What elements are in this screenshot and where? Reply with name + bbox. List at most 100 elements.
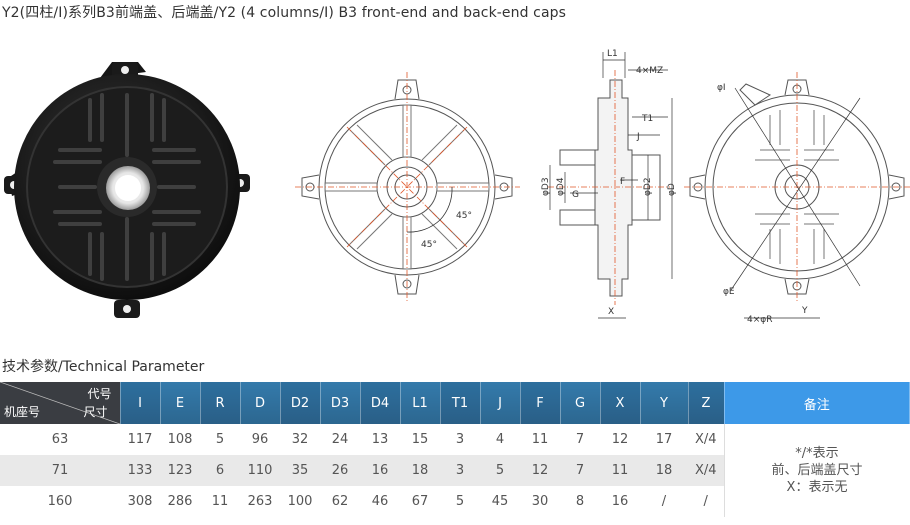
table-cell: 5 xyxy=(200,424,240,455)
frame-cell: 71 xyxy=(0,455,120,486)
table-cell: 16 xyxy=(600,486,640,517)
table-cell: 45 xyxy=(480,486,520,517)
column-header: Z xyxy=(688,382,725,424)
table-cell: 3 xyxy=(440,424,480,455)
corner-label-code: 代号 xyxy=(87,387,112,401)
table-cell: 30 xyxy=(520,486,560,517)
note-line: 前、后端盖尺寸 xyxy=(771,463,863,478)
column-header: D3 xyxy=(320,382,361,424)
table-cell: 7 xyxy=(560,424,600,455)
dim-label-Y: Y xyxy=(801,306,808,316)
corner-label-frame: 机座号 xyxy=(4,405,41,419)
table-cell: 133 xyxy=(120,455,160,486)
column-header: T1 xyxy=(440,382,481,424)
dim-label-J: J xyxy=(636,132,640,142)
column-header: F xyxy=(520,382,561,424)
column-header: X xyxy=(600,382,641,424)
frame-cell: 160 xyxy=(0,486,120,517)
column-header: D2 xyxy=(280,382,321,424)
note-header: 备注 xyxy=(724,382,910,424)
rear-view-drawing xyxy=(684,72,910,319)
dim-label-X: X xyxy=(608,307,614,317)
corner-label-size: 尺寸 xyxy=(83,405,108,419)
table-cell: 3 xyxy=(440,455,480,486)
column-header: L1 xyxy=(400,382,441,424)
angle-label: 45° xyxy=(456,211,472,221)
table-cell: 110 xyxy=(240,455,280,486)
table-cell: 15 xyxy=(400,424,440,455)
table-cell: 108 xyxy=(160,424,200,455)
frame-cell: 63 xyxy=(0,424,120,455)
corner-cell: 代号 尺寸 机座号 xyxy=(0,382,121,424)
table-cell: 67 xyxy=(400,486,440,517)
table-cell: 24 xyxy=(320,424,360,455)
table-cell: 46 xyxy=(360,486,400,517)
table-cell: 62 xyxy=(320,486,360,517)
dim-label-F: F xyxy=(620,177,625,187)
column-header: Y xyxy=(640,382,689,424)
note-cell: */*表示 前、后端盖尺寸 X：表示无 xyxy=(723,424,910,517)
table-cell: 13 xyxy=(360,424,400,455)
table-cell: 32 xyxy=(280,424,320,455)
table-cell: 18 xyxy=(400,455,440,486)
table-cell: 26 xyxy=(320,455,360,486)
table-cell: 17 xyxy=(640,424,688,455)
dim-label-E: φE xyxy=(723,287,735,297)
table-row: 71 133 123 6 110 35 26 16 18 3 5 12 7 11… xyxy=(0,455,910,486)
table-cell: 117 xyxy=(120,424,160,455)
note-line: */*表示 xyxy=(795,446,839,461)
section-view-drawing xyxy=(548,52,673,319)
table-header-row: 代号 尺寸 机座号 I E R D D2 D3 D4 L1 T1 J F G X… xyxy=(0,382,910,424)
dim-label-G: G xyxy=(572,190,579,200)
table-cell: 16 xyxy=(360,455,400,486)
table-cell: 308 xyxy=(120,486,160,517)
dim-label-I: φI xyxy=(717,83,726,93)
table-cell: / xyxy=(688,486,724,517)
table-cell: 12 xyxy=(520,455,560,486)
table-cell: 7 xyxy=(560,455,600,486)
column-header: D xyxy=(240,382,281,424)
table-cell: 6 xyxy=(200,455,240,486)
table-cell: 123 xyxy=(160,455,200,486)
table-cell: 4 xyxy=(480,424,520,455)
table-cell: 12 xyxy=(600,424,640,455)
end-cap-photo xyxy=(4,62,250,318)
table-row: 63 117 108 5 96 32 24 13 15 3 4 11 7 12 … xyxy=(0,424,910,517)
table-cell: 100 xyxy=(280,486,320,517)
table-cell: 5 xyxy=(480,455,520,486)
column-header: D4 xyxy=(360,382,401,424)
dim-label-L1: L1 xyxy=(607,49,618,59)
column-header: R xyxy=(200,382,241,424)
dim-label-D: φD xyxy=(667,183,677,196)
table-cell: 18 xyxy=(640,455,688,486)
angle-label: 45° xyxy=(421,240,437,250)
table-cell: 96 xyxy=(240,424,280,455)
technical-drawing: 45° 45° L1 4×MZ T1 J F G φD3 φD4 φD2 xyxy=(4,49,910,325)
table-row: 160 308 286 11 263 100 62 46 67 5 45 30 … xyxy=(0,486,910,517)
table-cell: 35 xyxy=(280,455,320,486)
section-title: 技术参数/Technical Parameter xyxy=(2,359,205,375)
dim-label-R: 4×φR xyxy=(747,315,772,325)
table-cell: 286 xyxy=(160,486,200,517)
table-cell: 5 xyxy=(440,486,480,517)
table-cell: 8 xyxy=(560,486,600,517)
table-cell: / xyxy=(640,486,688,517)
table-cell: 11 xyxy=(520,424,560,455)
table-cell: 11 xyxy=(200,486,240,517)
dim-label-T1: T1 xyxy=(641,114,653,124)
note-line: X：表示无 xyxy=(786,480,848,495)
parameter-table: 代号 尺寸 机座号 I E R D D2 D3 D4 L1 T1 J F G X… xyxy=(0,382,910,517)
table-cell: X/4 xyxy=(688,424,724,455)
table-cell: X/4 xyxy=(688,455,724,486)
column-header: I xyxy=(120,382,161,424)
dim-label-D3: φD3 xyxy=(541,177,551,196)
dim-label-D4: φD4 xyxy=(556,177,566,196)
diagonal-divider xyxy=(0,382,120,424)
column-header: J xyxy=(480,382,521,424)
page-title: Y2(四柱/Ⅰ)系列B3前端盖、后端盖/Y2 (4 columns/I) B3 … xyxy=(2,5,567,21)
dim-label-MZ: 4×MZ xyxy=(636,66,663,76)
table-cell: 11 xyxy=(600,455,640,486)
dim-label-D2: φD2 xyxy=(643,177,653,196)
front-view-drawing xyxy=(295,72,520,302)
table-cell: 263 xyxy=(240,486,280,517)
